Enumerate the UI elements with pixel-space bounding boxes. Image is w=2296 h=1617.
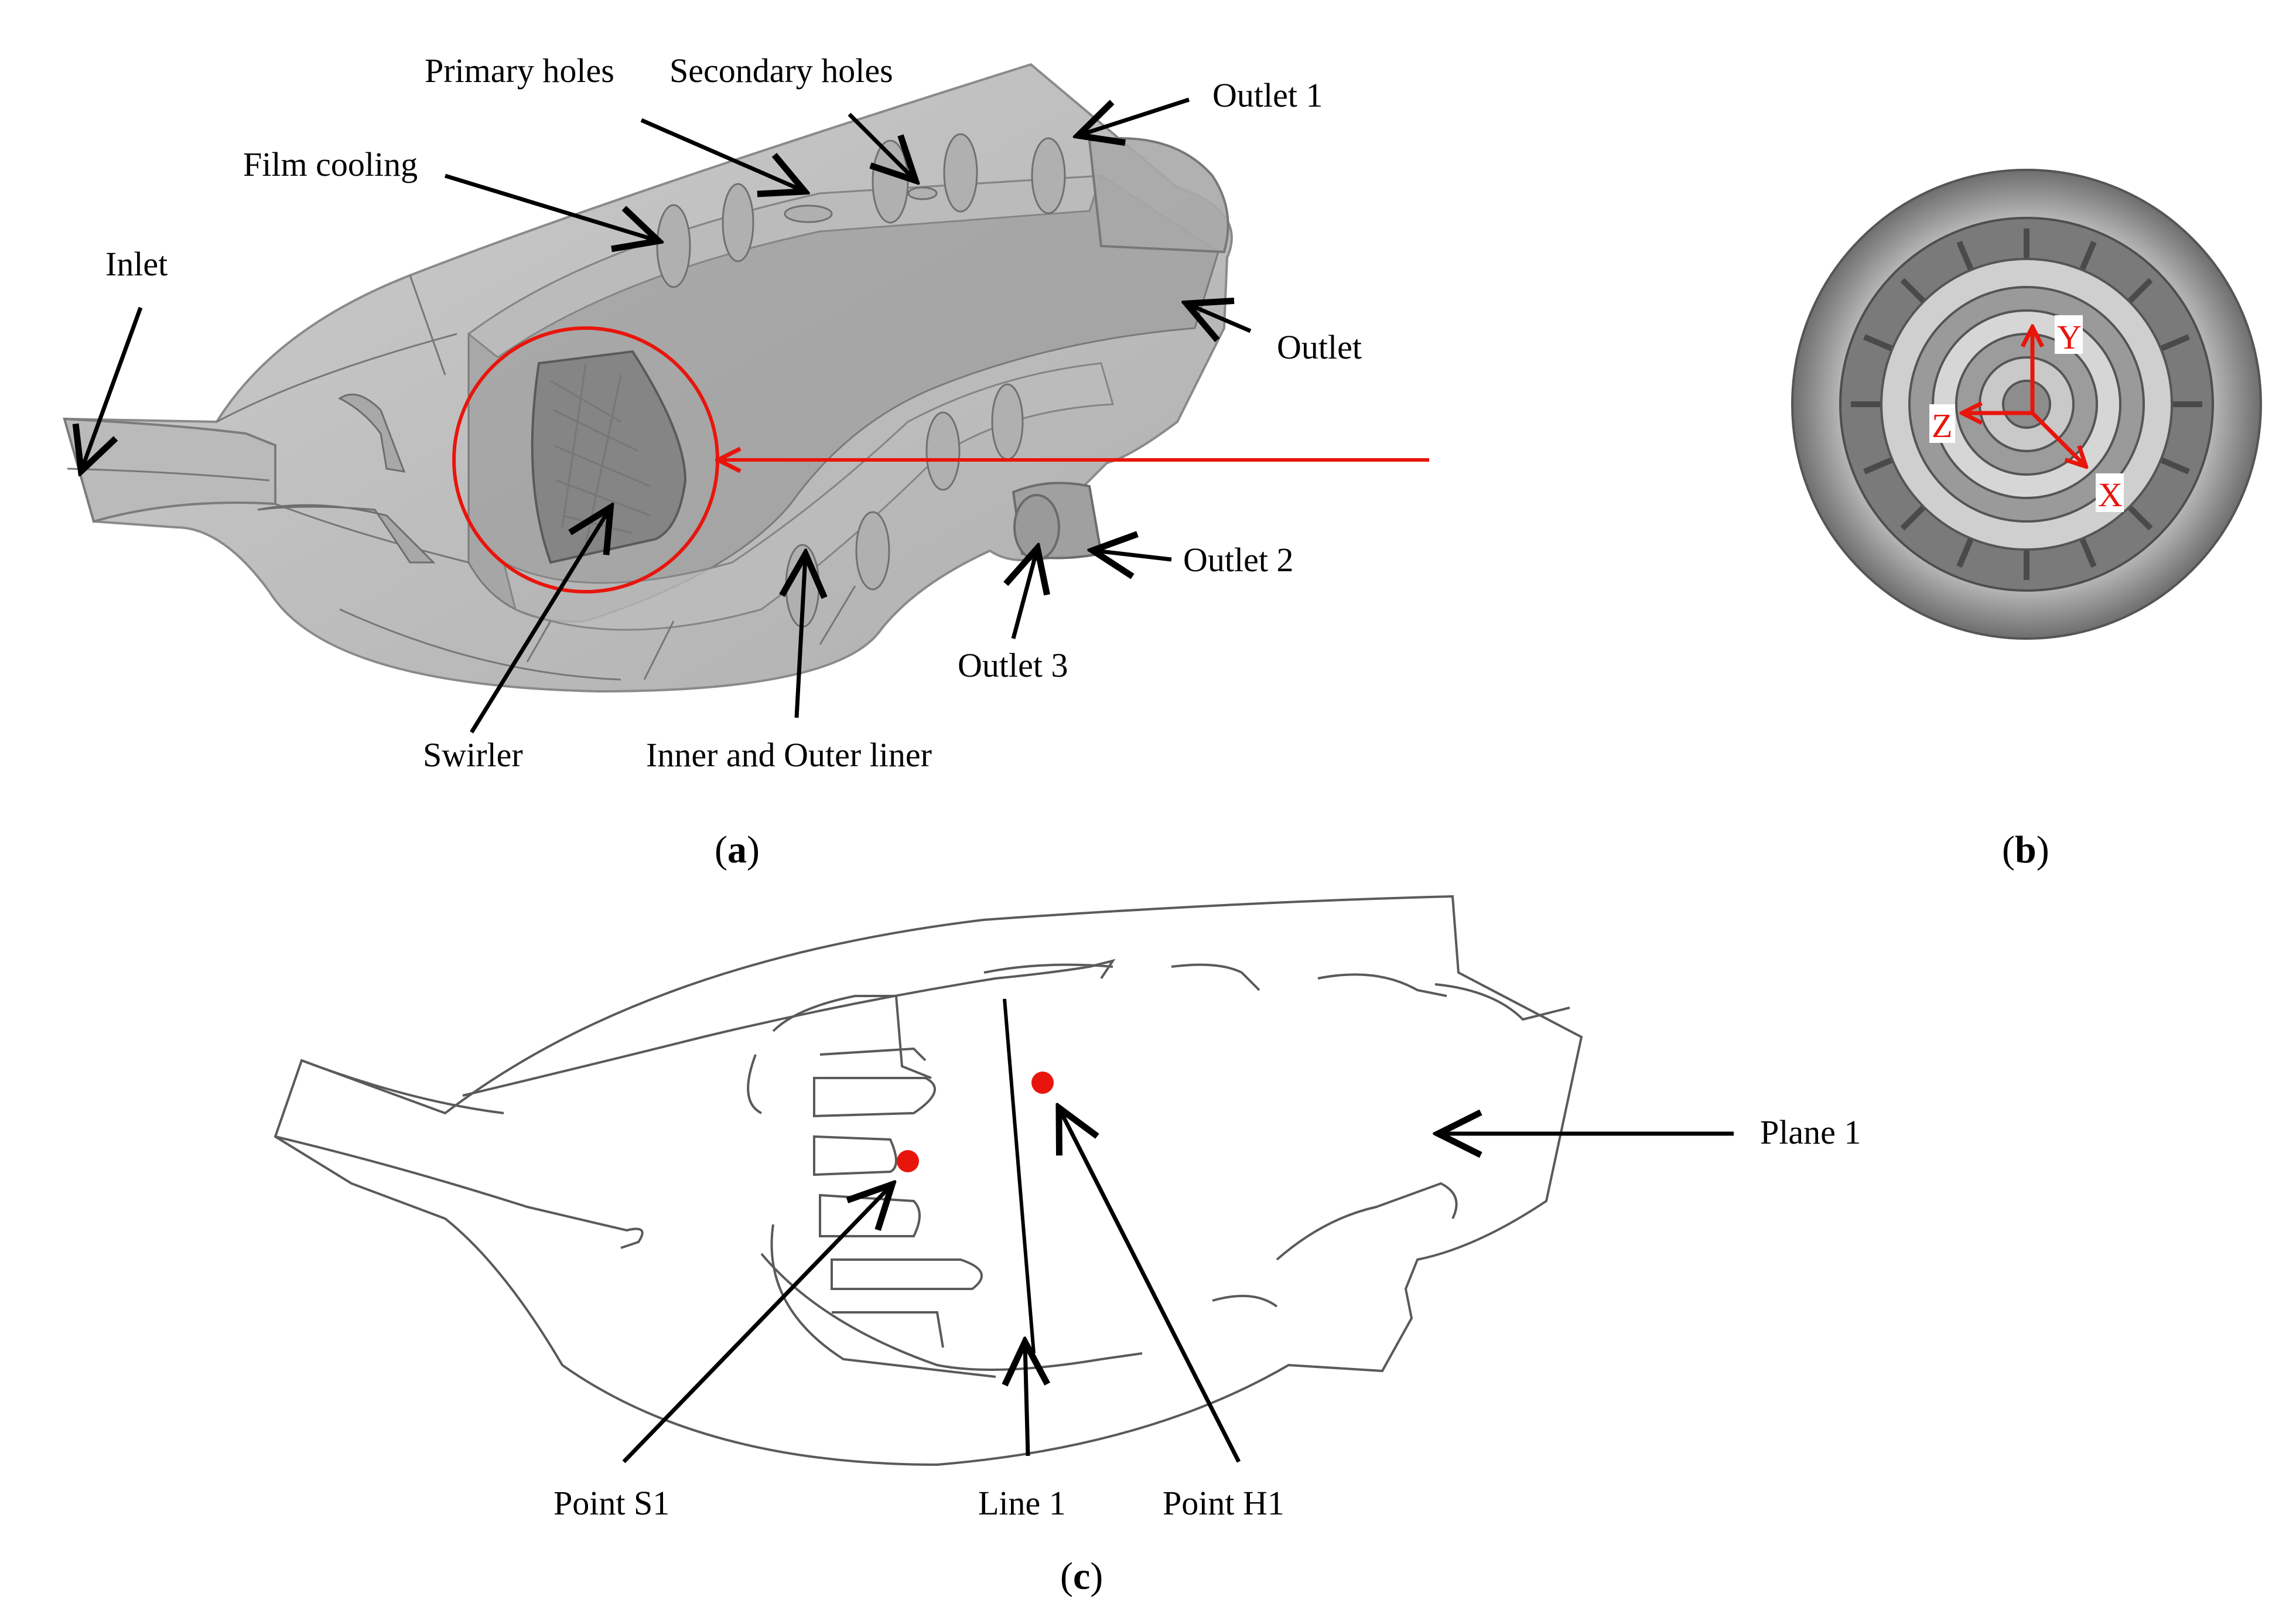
arrow-outlet3 (1013, 551, 1037, 639)
axis-x-arrow (2031, 411, 2085, 466)
arrow-film-cooling (444, 173, 656, 240)
panel-a-arrows (82, 97, 1252, 734)
body-contour-lines (216, 275, 856, 681)
arrow-line1 (1025, 1345, 1028, 1456)
panel-a-combustor-3d: Primary holes Secondary holes Outlet 1 F… (63, 52, 1429, 871)
line1 (1003, 998, 1036, 1354)
panel-b-end-view: Y Z X (b) (1791, 169, 2262, 871)
label-swirler: Swirler (423, 736, 523, 774)
panel-c-section-plane: Plane 1 Point S1 Line 1 Point H1 (c) (274, 895, 1861, 1598)
axis-y-label: Y (2057, 318, 2082, 356)
plane1-outline (274, 895, 1583, 1466)
swirler-section-blocks (747, 995, 996, 1378)
axis-x-bg (2096, 473, 2124, 512)
label-line1: Line 1 (978, 1484, 1066, 1522)
inlet-channel-lower (275, 1135, 644, 1249)
arrow-swirler (470, 510, 609, 734)
upper-liner-profile (462, 958, 1570, 1097)
outlet1-flange (1088, 137, 1229, 254)
label-outlet: Outlet (1277, 328, 1362, 366)
label-outlet1: Outlet 1 (1212, 76, 1323, 114)
outlet3-ring (1013, 494, 1060, 561)
label-plane1: Plane 1 (1760, 1113, 1861, 1151)
label-outlet2: Outlet 2 (1183, 541, 1293, 579)
arrow-liner (797, 557, 805, 718)
inner-liner-band (502, 362, 1114, 631)
inlet-vane-lower (257, 504, 436, 564)
label-liner: Inner and Outer liner (646, 736, 932, 774)
caption-b: (b) (2002, 828, 2049, 871)
point-h1-dot (1031, 1072, 1054, 1094)
panel-c-arrows (622, 1110, 1734, 1464)
label-film-cooling: Film cooling (243, 145, 418, 183)
axis-y-bg (2055, 315, 2083, 354)
axis-z-bg (1929, 404, 1955, 443)
axis-z-label: Z (1932, 407, 1952, 445)
label-secondary-holes: Secondary holes (669, 52, 893, 90)
label-outlet3: Outlet 3 (958, 646, 1068, 684)
inlet-vane-upper (338, 393, 406, 473)
point-s1-dot (897, 1150, 919, 1172)
caption-c: (c) (1060, 1555, 1103, 1598)
arrow-inlet (82, 306, 143, 469)
inlet-channel-upper (301, 1059, 504, 1114)
coordinate-axes: Y Z X (1929, 315, 2124, 514)
fuel-nozzle (2002, 380, 2051, 429)
label-point-s1: Point S1 (554, 1484, 669, 1522)
arrow-point-s1 (622, 1186, 890, 1464)
arrow-secondary-holes (848, 112, 914, 179)
label-point-h1: Point H1 (1163, 1484, 1284, 1522)
label-primary-holes: Primary holes (425, 52, 614, 90)
arrow-outlet (1189, 305, 1252, 331)
arrow-outlet1 (1081, 97, 1190, 135)
arrow-outlet2 (1095, 551, 1172, 560)
arrow-point-h1 (1060, 1110, 1241, 1463)
arrow-primary-holes (640, 118, 802, 190)
caption-a: (a) (715, 828, 760, 871)
label-inlet: Inlet (105, 245, 168, 283)
axis-x-label: X (2098, 476, 2123, 514)
